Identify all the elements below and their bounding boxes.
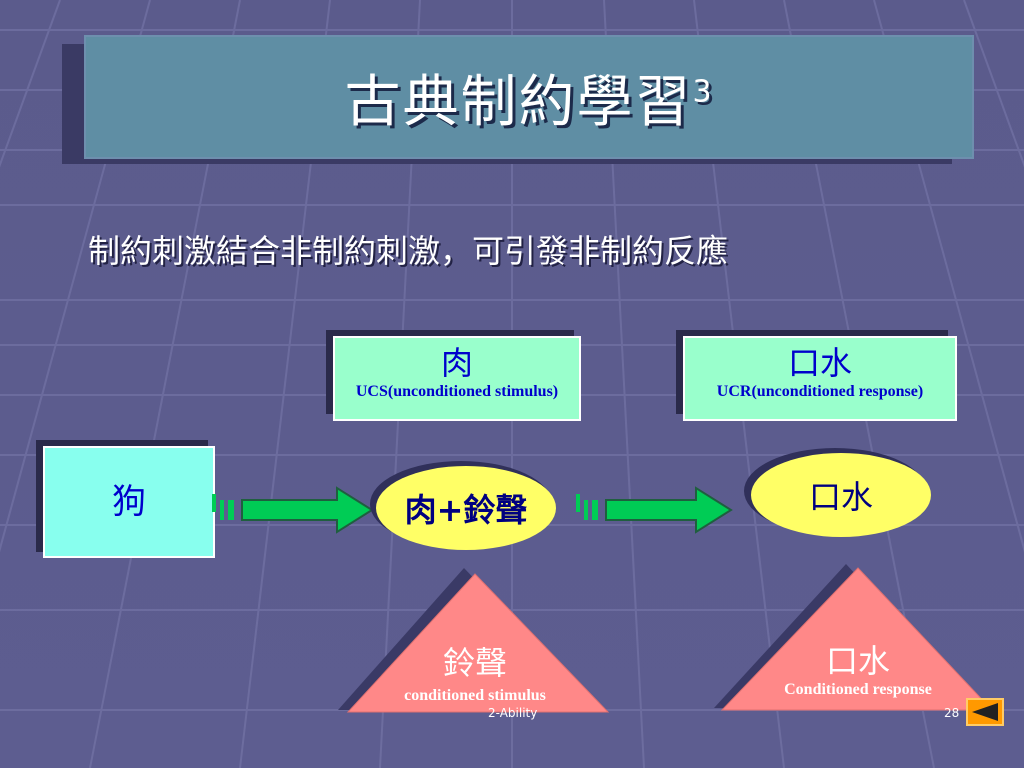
ucr-label: 口水 <box>787 344 852 382</box>
page-title-superscript: 3 <box>692 73 714 109</box>
ucs-box: 肉 UCS(unconditioned stimulus) <box>333 336 581 421</box>
dog-box: 狗 <box>43 446 215 558</box>
response-ellipse-label: 口水 <box>808 478 873 516</box>
response-ellipse: 口水 <box>751 453 931 537</box>
cs-triangle-text: 鈴聲 conditioned stimulus <box>370 644 580 705</box>
cr-sublabel: Conditioned response <box>784 681 932 699</box>
dog-label: 狗 <box>112 482 146 522</box>
cr-triangle <box>714 564 994 711</box>
cs-triangle <box>338 568 610 713</box>
pairing-ellipse-label: 肉+鈴聲 <box>404 491 528 529</box>
page-number: 28 <box>944 706 960 720</box>
page-title-text: 古典制約學習 <box>344 69 693 135</box>
slide-subtitle: 制約刺激結合非制約刺激，可引發非制約反應 <box>88 232 729 270</box>
cs-label: 鈴聲 <box>442 644 507 682</box>
back-arrow-icon <box>972 703 998 721</box>
footer-text: 2-Ability <box>488 706 538 720</box>
ucr-box: 口水 UCR(unconditioned response) <box>683 336 957 421</box>
ucs-label: 肉 <box>440 344 473 382</box>
page-title: 古典制約學習3 <box>344 57 713 138</box>
arrow-right-2 <box>576 486 733 534</box>
back-nav-button[interactable] <box>966 698 1004 726</box>
ucr-sublabel: UCR(unconditioned response) <box>716 383 924 401</box>
cr-label: 口水 <box>825 642 890 680</box>
cr-triangle-text: 口水 Conditioned response <box>748 642 968 699</box>
title-box: 古典制約學習3 <box>84 35 974 159</box>
cs-sublabel: conditioned stimulus <box>404 687 546 705</box>
arrow-right-1 <box>212 486 374 534</box>
ucs-sublabel: UCS(unconditioned stimulus) <box>355 383 559 401</box>
pairing-ellipse: 肉+鈴聲 <box>376 466 556 550</box>
